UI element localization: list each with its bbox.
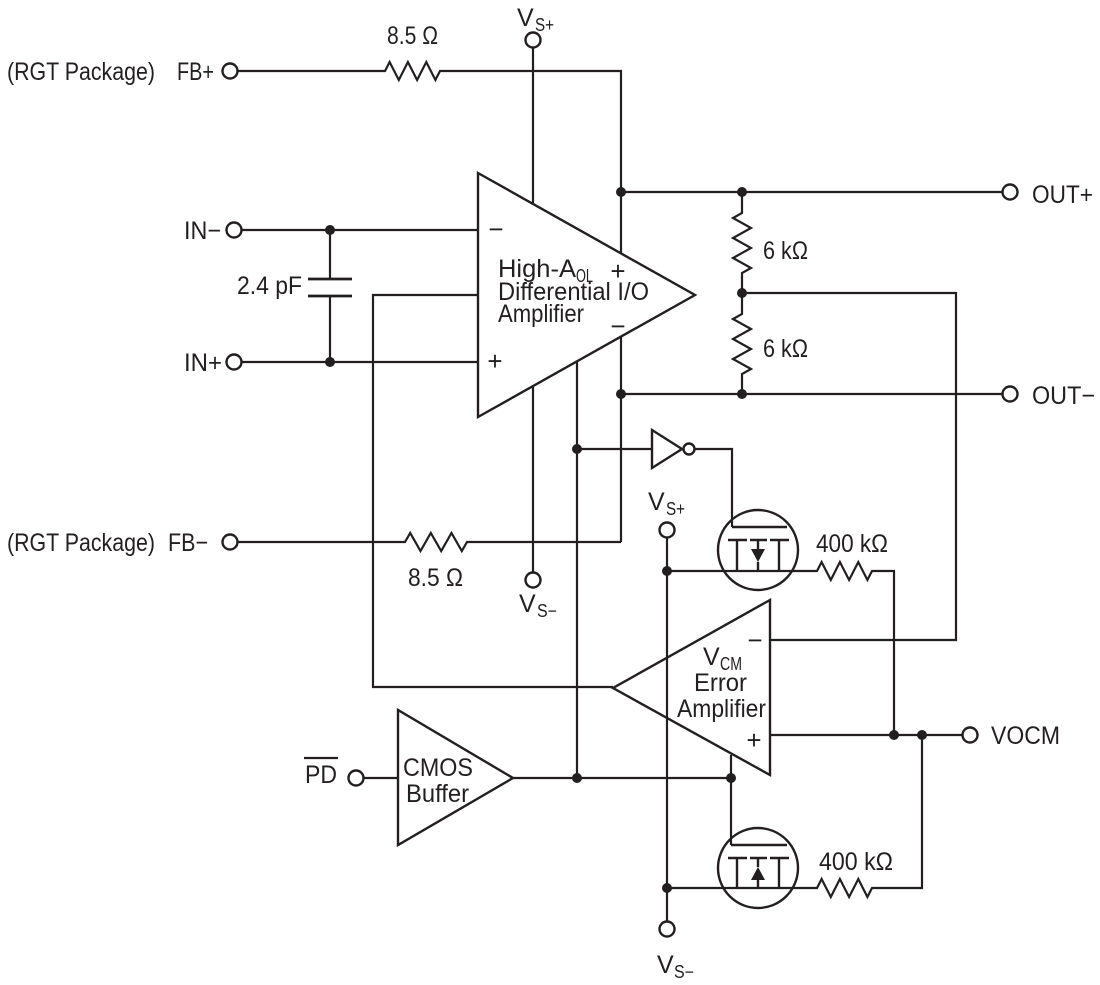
buffer-line1: CMOS (403, 754, 473, 782)
terminal-vs-minus-mid (524, 571, 542, 589)
vcm-amp-line2: Error (694, 669, 747, 697)
vcm-error-amplifier-labels: V CM Error Amplifier − + (677, 625, 766, 755)
mosfet-top-internals (728, 525, 789, 571)
vs-minus-mid-sub: S− (537, 601, 557, 621)
cmos-buffer-labels: CMOS Buffer (403, 754, 473, 808)
junction-dot (572, 773, 582, 783)
junction-dot (726, 773, 736, 783)
main-amp-out-minus-sign: − (610, 311, 625, 341)
mosfet-bottom-internals (728, 843, 789, 888)
main-amp-line2: Differential I/O (498, 278, 649, 306)
fb-plus-label: FB+ (177, 58, 214, 86)
main-amp-in-plus-sign: + (487, 346, 502, 376)
mosfet-top-stubs (735, 540, 781, 571)
vcm-amp-name: V (703, 643, 720, 671)
junction-dot (325, 357, 335, 367)
vs-plus-mid-label: V (648, 488, 665, 516)
resistor-6k-top-label: 6 kΩ (763, 237, 808, 265)
fb-plus-prefix-label: (RGT Package) (7, 58, 155, 86)
vocm-label: VOCM (991, 722, 1060, 750)
junction-dot (616, 187, 626, 197)
main-amp-in-minus-sign: − (488, 214, 503, 244)
terminal-out-minus (1001, 385, 1019, 403)
main-amp-name: High-A (498, 255, 576, 283)
terminal-in-minus (225, 221, 243, 239)
wire-400k-bottom (667, 735, 924, 900)
fb-minus-label: FB− (168, 529, 208, 557)
resistor-6k-bottom-label: 6 kΩ (763, 335, 808, 363)
main-amp-out-plus-sign: + (610, 256, 625, 286)
junction-dot (662, 883, 672, 893)
resistor-8p5-top-label: 8.5 Ω (387, 22, 438, 50)
vcm-amp-line3: Amplifier (677, 695, 766, 723)
terminal-fb-plus (221, 62, 239, 80)
vcm-amp-name-sub: CM (720, 654, 742, 674)
in-plus-label: IN+ (184, 349, 222, 377)
terminal-out-plus (1001, 183, 1019, 201)
junction-dot (917, 730, 927, 740)
vs-plus-mid-sub: S+ (666, 499, 685, 519)
junction-dot (737, 288, 747, 298)
wire-fb-minus (237, 530, 621, 554)
mosfet-bottom-arrow-icon (751, 867, 765, 880)
vs-minus-bottom-sub: S− (674, 962, 694, 982)
inverter-bubble (682, 442, 696, 456)
main-amp-name-sub: OL (576, 266, 593, 286)
resistor-400k-bottom-label: 400 kΩ (819, 848, 893, 876)
terminals (221, 31, 1019, 938)
mosfet-bottom-stubs (735, 858, 781, 888)
vcm-amp-plus-sign: + (746, 725, 761, 755)
junction-dot (737, 187, 747, 197)
junction-dot (889, 730, 899, 740)
wire-mid-node (742, 291, 958, 642)
vs-minus-bottom-label: V (657, 951, 674, 979)
labels: (RGT Package) FB+ 8.5 Ω V S+ IN− 2.4 pF … (7, 4, 1095, 982)
junction-dot (662, 566, 672, 576)
junction-dot (737, 389, 747, 399)
terminal-in-plus (225, 353, 243, 371)
capacitor-label: 2.4 pF (237, 272, 302, 300)
main-amplifier-labels: High-A OL Differential I/O Amplifier − +… (487, 214, 649, 376)
vcm-amp-minus-sign: − (747, 625, 762, 655)
resistor-400k-top-label: 400 kΩ (816, 530, 888, 558)
in-minus-label: IN− (184, 217, 221, 245)
vs-minus-mid-label: V (519, 590, 536, 618)
terminal-vs-plus-mid (658, 521, 676, 539)
wire-fb-plus (237, 59, 623, 253)
junction-dot (616, 389, 626, 399)
vcm-error-amplifier-triangle (610, 597, 772, 778)
terminal-vs-plus-top (524, 31, 542, 49)
terminal-fb-minus (221, 533, 239, 551)
terminal-pd (347, 769, 365, 787)
wire-cm-feedback (371, 293, 613, 689)
wires (237, 47, 1002, 921)
vs-plus-top-sub: S+ (535, 15, 554, 35)
main-amp-line3: Amplifier (498, 300, 584, 328)
out-minus-label: OUT− (1032, 382, 1095, 410)
pd-label: PD (305, 761, 337, 789)
terminal-vocm (961, 726, 979, 744)
wire-400k-top (667, 559, 896, 735)
junction-dot (325, 225, 335, 235)
terminal-vs-minus-bottom (658, 920, 676, 938)
fb-minus-prefix-label: (RGT Package) (7, 529, 155, 557)
mosfet-top-arrow-icon (751, 549, 765, 562)
out-plus-label: OUT+ (1032, 181, 1093, 209)
vs-plus-top-label: V (517, 4, 534, 32)
wire-inverter-out (695, 447, 734, 527)
buffer-line2: Buffer (406, 780, 469, 808)
resistor-8p5-bottom-label: 8.5 Ω (408, 564, 463, 592)
junction-dots (325, 187, 927, 893)
junction-dot (572, 444, 582, 454)
capacitor (308, 277, 352, 298)
